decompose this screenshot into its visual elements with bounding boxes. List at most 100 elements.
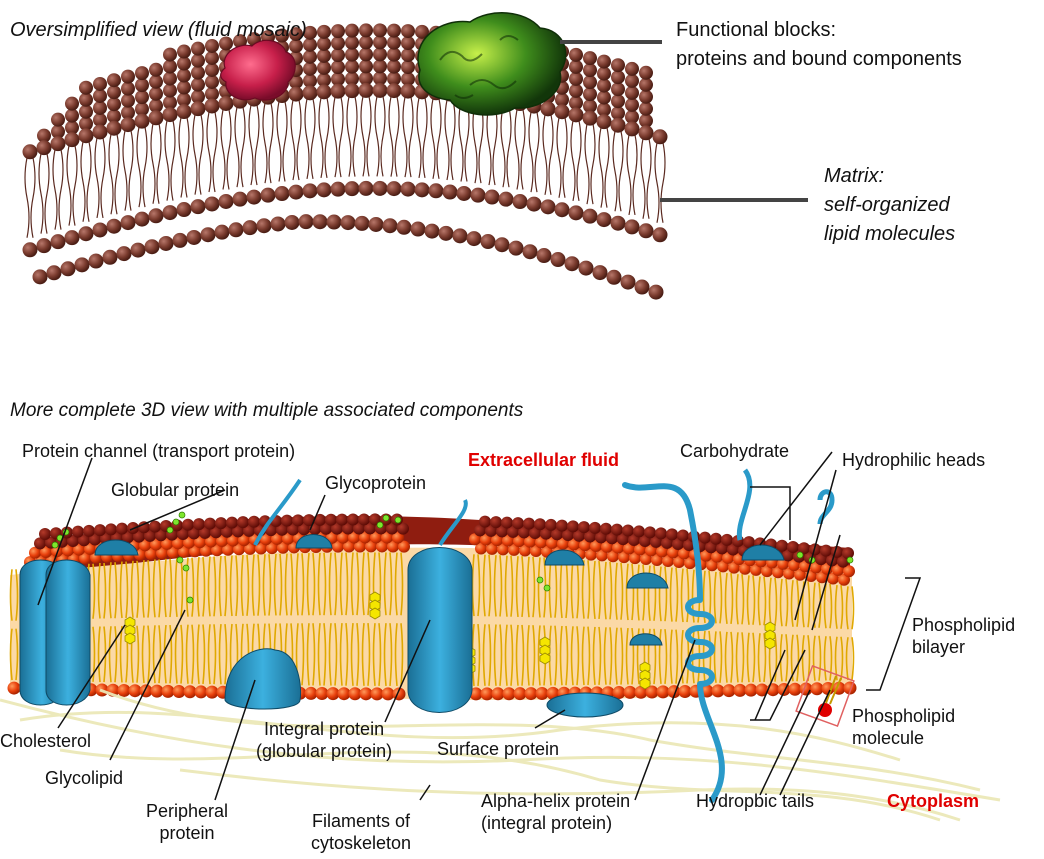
lipid-head xyxy=(583,111,598,126)
lipid-head xyxy=(247,190,262,205)
lipid-tail xyxy=(529,112,533,192)
globular-protein-label: Globular protein xyxy=(111,479,239,501)
transport-protein-icon-right xyxy=(46,560,90,705)
lipid-head xyxy=(191,78,205,92)
lipid-head xyxy=(248,516,260,528)
lipid-head xyxy=(47,265,62,280)
lipid-head xyxy=(135,212,150,227)
lipid-head xyxy=(443,185,458,200)
filaments-line-2: cytoskeleton xyxy=(311,832,411,854)
lipid-head xyxy=(401,84,416,99)
lipid-head xyxy=(219,194,234,209)
lipid-tail xyxy=(633,135,637,215)
lipid-head xyxy=(177,81,191,95)
lipid-tail xyxy=(165,121,169,201)
lipid-head xyxy=(655,527,667,539)
lipid-head xyxy=(565,256,580,271)
lipid-head xyxy=(425,224,440,239)
lipid-head xyxy=(79,93,93,107)
lipid-head xyxy=(358,513,370,525)
lipid-tail xyxy=(661,143,665,223)
lipid-head xyxy=(556,520,568,532)
lipid-head xyxy=(177,45,191,59)
functional-blocks-line-1: Functional blocks: xyxy=(676,16,962,45)
integral-line-2: (globular protein) xyxy=(256,740,392,762)
lipid-head xyxy=(149,63,163,77)
lipid-head xyxy=(373,83,388,98)
lipid-head xyxy=(383,218,398,233)
lipid-tail xyxy=(185,118,189,198)
lipid-head xyxy=(429,183,444,198)
lipid-tail xyxy=(367,96,371,176)
lipid-tail xyxy=(409,97,413,177)
bilayer-line-2: bilayer xyxy=(912,636,1015,658)
lipid-head xyxy=(666,528,678,540)
lipid-head xyxy=(205,75,219,89)
lipid-head xyxy=(331,84,346,99)
lipid-head xyxy=(182,519,194,531)
lipid-tail xyxy=(852,586,854,629)
lipid-head xyxy=(61,261,76,276)
lipid-head xyxy=(331,60,345,74)
lipid-head xyxy=(345,83,360,98)
lipid-head xyxy=(569,84,583,98)
lipid-head xyxy=(611,58,625,72)
lipid-tail xyxy=(549,115,553,195)
molecule-line-1: Phospholipid xyxy=(852,705,955,727)
lipid-head xyxy=(512,517,524,529)
lipid-head xyxy=(523,244,538,259)
phospholipid-bilayer-label: Phospholipid bilayer xyxy=(912,614,1015,658)
lipid-head xyxy=(513,194,528,209)
lipid-tail xyxy=(249,105,253,185)
lipid-tail xyxy=(25,158,29,238)
lipid-tail xyxy=(333,97,337,177)
lipid-tail xyxy=(473,103,477,183)
lipid-head xyxy=(579,261,594,276)
lipid-tail xyxy=(297,100,301,180)
lipid-head xyxy=(121,215,136,230)
lipid-tail xyxy=(591,124,595,204)
lipid-tail xyxy=(193,115,197,195)
lipid-head xyxy=(501,517,513,529)
lipid-head xyxy=(677,529,689,541)
lipid-head xyxy=(121,117,136,132)
lipid-tail xyxy=(179,118,183,198)
lipid-head xyxy=(583,209,598,224)
lipid-head xyxy=(37,140,52,155)
lipid-tail xyxy=(151,124,155,204)
lipid-head xyxy=(226,517,238,529)
lipid-head xyxy=(625,121,640,136)
lipid-tail xyxy=(235,107,239,187)
lipid-head xyxy=(397,220,412,235)
lipid-tail xyxy=(227,109,231,189)
lipid-head xyxy=(622,525,634,537)
lipid-head xyxy=(341,215,356,230)
lipid-tail xyxy=(73,146,77,226)
lipid-tail xyxy=(852,637,854,680)
lipid-tail xyxy=(381,96,385,176)
lipid-head xyxy=(215,517,227,529)
lipid-tail xyxy=(311,99,315,179)
lipid-head xyxy=(93,77,107,91)
lipid-head xyxy=(355,216,370,231)
lipid-tail xyxy=(627,135,631,215)
lipid-head xyxy=(345,181,360,196)
lipid-head xyxy=(205,196,220,211)
lipid-tail xyxy=(353,97,357,177)
lipid-head xyxy=(65,132,80,147)
lipid-head xyxy=(534,518,546,530)
lipid-head xyxy=(149,208,164,223)
lipid-tail xyxy=(543,115,547,195)
lipid-head xyxy=(93,222,108,237)
lipid-head xyxy=(369,217,384,232)
lipid-head xyxy=(325,514,337,526)
lipid-head xyxy=(79,105,93,119)
lipid-head xyxy=(83,525,95,537)
lipid-head xyxy=(359,35,373,49)
lipid-head xyxy=(327,215,342,230)
lipid-head xyxy=(317,25,331,39)
lipid-head xyxy=(597,67,611,81)
cholesterol-ring xyxy=(765,638,775,649)
lipid-head xyxy=(401,48,415,62)
lipid-tail xyxy=(241,107,245,187)
